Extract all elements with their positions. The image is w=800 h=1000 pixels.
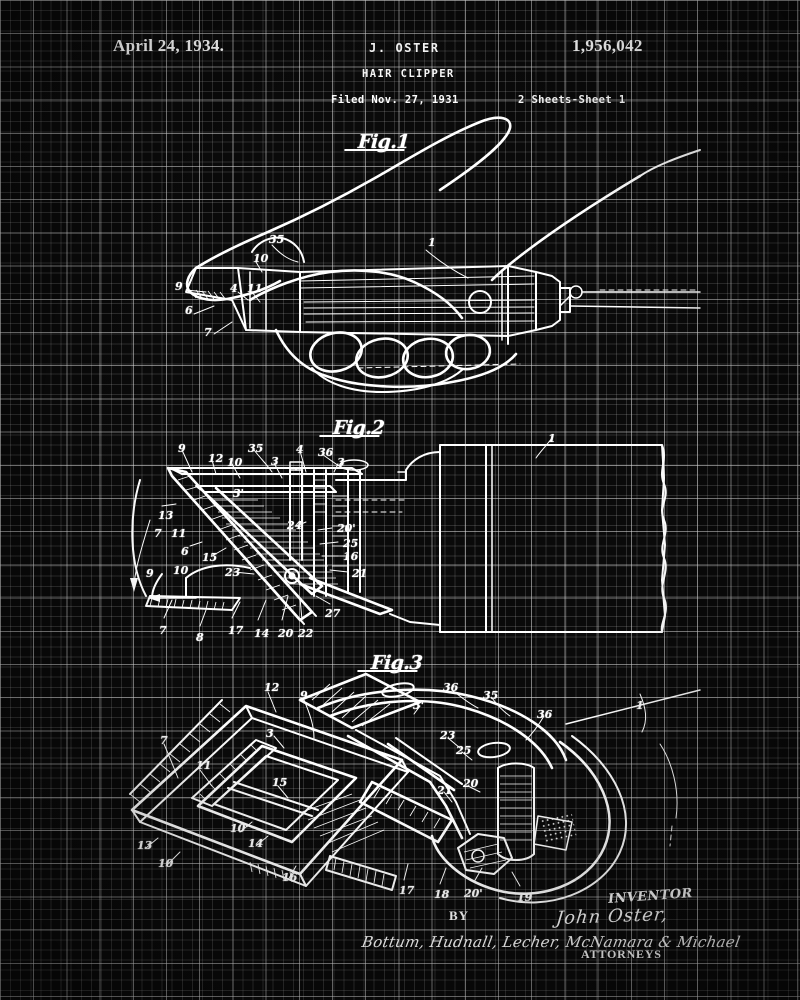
reference-numeral: 1	[428, 236, 436, 249]
reference-numeral: 9	[300, 689, 308, 702]
reference-numeral: 6	[185, 304, 193, 317]
reference-numeral: 17	[399, 884, 415, 897]
reference-numeral: 11	[196, 759, 212, 772]
reference-numeral: 10'	[230, 822, 249, 835]
reference-numeral: 20	[278, 627, 294, 640]
reference-numeral: 7	[159, 624, 167, 637]
reference-numeral: 27	[325, 607, 341, 620]
reference-numeral: 3	[271, 455, 279, 468]
reference-numeral: 4	[230, 282, 238, 295]
reference-numeral: 18	[434, 888, 450, 901]
reference-numeral: 7	[204, 326, 212, 339]
reference-numeral: 17	[228, 624, 244, 637]
reference-numeral: 16	[282, 871, 298, 884]
patent-title: HAIR CLIPPER	[362, 68, 455, 80]
reference-numeral: 20	[463, 777, 479, 790]
reference-numeral: 14	[254, 627, 270, 640]
reference-numeral: 7	[160, 734, 168, 747]
reference-numeral: 7	[154, 527, 162, 540]
inventor-signature: John Oster,	[554, 903, 670, 930]
reference-numeral: 24	[287, 519, 303, 532]
attorney-signature: Bottum, Hudnall, Lecher, McNamara & Mich…	[360, 933, 742, 951]
reference-numeral: 10	[173, 564, 189, 577]
reference-numeral: 14	[248, 837, 264, 850]
attorneys-label: ATTORNEYS	[581, 947, 662, 961]
reference-numeral: 3'	[413, 699, 425, 712]
patent-date: April 24, 1934.	[113, 36, 225, 55]
reference-numeral: 21	[352, 567, 368, 580]
reference-numeral: 8	[196, 631, 204, 644]
reference-numeral: 12	[264, 681, 280, 694]
reference-numeral: 9	[146, 567, 154, 580]
reference-numeral: 23	[225, 566, 241, 579]
figure-caption-1: Fig.1	[357, 131, 411, 153]
reference-numeral: 1	[636, 699, 644, 712]
reference-numeral: 10	[253, 252, 269, 265]
reference-numeral: 20'	[464, 887, 483, 900]
reference-numeral: 20'	[337, 522, 356, 535]
reference-numeral: 11	[247, 282, 263, 295]
reference-numeral: 15	[272, 776, 288, 789]
reference-numeral: 21	[437, 784, 453, 797]
reference-numeral: 3	[337, 456, 345, 469]
reference-numeral: 16	[343, 550, 359, 563]
patent-sheet-count: 2 Sheets-Sheet 1	[518, 94, 626, 106]
reference-numeral: 9	[175, 280, 183, 293]
by-label: BY	[449, 908, 470, 923]
reference-numeral: 10	[227, 456, 243, 469]
reference-numeral: 36	[443, 681, 459, 694]
reference-numeral: 6	[181, 545, 189, 558]
reference-numeral: 1	[548, 432, 556, 445]
reference-numeral: 25	[456, 744, 472, 757]
reference-numeral: 13	[137, 839, 153, 852]
reference-numeral: 35	[483, 689, 499, 702]
reference-numeral: 3	[266, 727, 274, 740]
reference-numeral: 4	[296, 443, 304, 456]
reference-numeral: 9	[178, 442, 186, 455]
reference-numeral: 13	[158, 509, 174, 522]
reference-numeral: 35	[269, 233, 285, 246]
reference-numeral: 15	[202, 551, 218, 564]
reference-numeral: 22	[298, 627, 314, 640]
reference-numeral: 25	[343, 537, 359, 550]
patent-inventor-name: J. OSTER	[369, 41, 440, 55]
reference-numeral: 12	[208, 452, 224, 465]
patent-number: 1,956,042	[572, 36, 643, 55]
patent-filed-date: Filed Nov. 27, 1931	[331, 94, 459, 106]
fig2-artwork	[130, 437, 667, 633]
reference-numeral: 23	[440, 729, 456, 742]
reference-numeral: 36	[537, 708, 553, 721]
figure-caption-3: Fig.3	[370, 652, 424, 674]
reference-numeral: 3'	[233, 487, 245, 500]
reference-numeral: 19	[517, 891, 533, 904]
figure-caption-2: Fig.2	[332, 417, 386, 439]
reference-numeral: 36	[318, 446, 334, 459]
reference-numeral: 10	[158, 857, 174, 870]
reference-numeral: 35	[248, 442, 264, 455]
reference-numeral: 11	[171, 527, 187, 540]
